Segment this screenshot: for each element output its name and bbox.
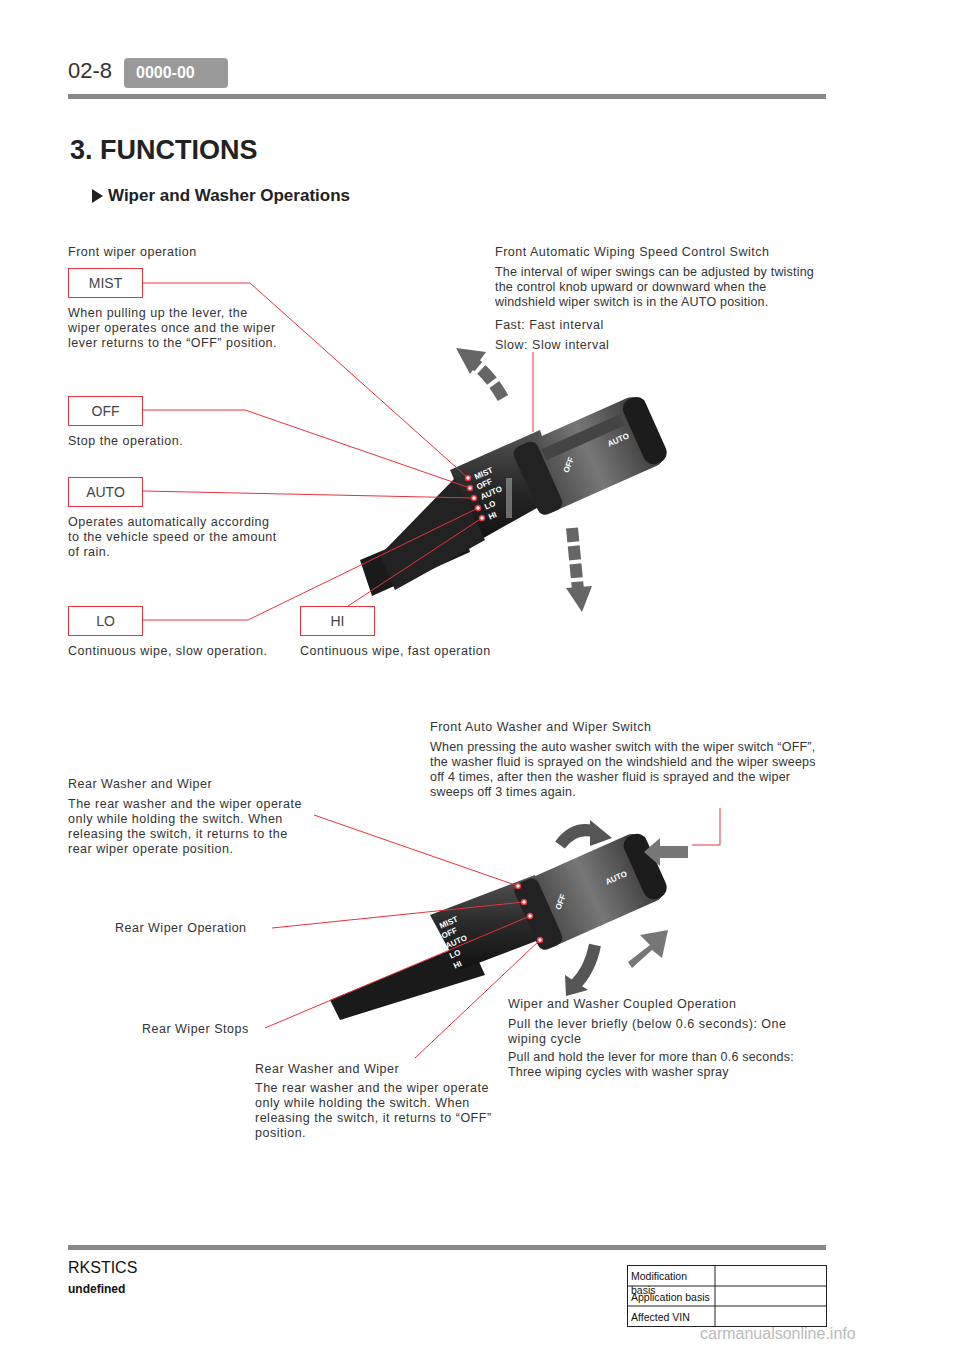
- mode-callout: HI Continuous wipe, fast operation: [300, 606, 540, 659]
- mode-description: Continuous wipe, fast operation: [300, 644, 540, 659]
- section-code: 0000-00: [136, 62, 195, 84]
- callout-label: Rear Wiper Operation: [115, 921, 247, 936]
- mode-name-box: AUTO: [68, 477, 143, 507]
- section-heading: Wiper and Washer Operations: [108, 185, 350, 207]
- group-heading: Front Auto Washer and Wiper Switch: [430, 720, 651, 735]
- group-heading: Rear Washer and Wiper: [68, 777, 212, 792]
- mode-name-box: MIST: [68, 268, 143, 298]
- page-number: 02-8: [68, 58, 112, 84]
- note: When pressing the auto washer switch wit…: [430, 740, 830, 800]
- footer-text: undefined: [68, 1282, 125, 1297]
- mode-name-box: OFF: [68, 396, 143, 426]
- watermark: carmanualsonline.info: [700, 1326, 856, 1341]
- mode-callout: OFF Stop the operation.: [68, 396, 283, 449]
- mode-callout: LO Continuous wipe, slow operation.: [68, 606, 283, 659]
- note: Pull and hold the lever for more than 0.…: [508, 1050, 828, 1080]
- note: The interval of wiper swings can be adju…: [495, 265, 830, 310]
- table-cell: Application basis: [631, 1290, 711, 1304]
- page-title: 3. FUNCTIONS: [70, 134, 258, 166]
- mode-name-box: LO: [68, 606, 143, 636]
- note: Fast: Fast interval: [495, 318, 604, 333]
- mode-description: When pulling up the lever, the wiper ope…: [68, 306, 283, 351]
- footer-text: RKSTICS: [68, 1258, 137, 1278]
- mode-description: Continuous wipe, slow operation.: [68, 644, 283, 659]
- mode-name-box: HI: [300, 606, 375, 636]
- note: Pull the lever briefly (below 0.6 second…: [508, 1017, 828, 1047]
- group-heading: Rear Washer and Wiper: [255, 1062, 399, 1077]
- note: The rear washer and the wiper operate on…: [68, 797, 313, 857]
- mode-description: Operates automatically according to the …: [68, 515, 283, 560]
- mode-callout: AUTO Operates automatically according to …: [68, 477, 283, 560]
- group-heading: Front Automatic Wiping Speed Control Swi…: [495, 245, 769, 260]
- note: Slow: Slow interval: [495, 338, 609, 353]
- mode-callout: MIST When pulling up the lever, the wiper…: [68, 268, 283, 351]
- group-heading: Wiper and Washer Coupled Operation: [508, 997, 736, 1012]
- table-cell: Affected VIN: [631, 1310, 711, 1324]
- note: The rear washer and the wiper operate on…: [255, 1081, 495, 1141]
- group-heading: Front wiper operation: [68, 245, 197, 260]
- callout-label: Rear Wiper Stops: [142, 1022, 249, 1037]
- mode-description: Stop the operation.: [68, 434, 283, 449]
